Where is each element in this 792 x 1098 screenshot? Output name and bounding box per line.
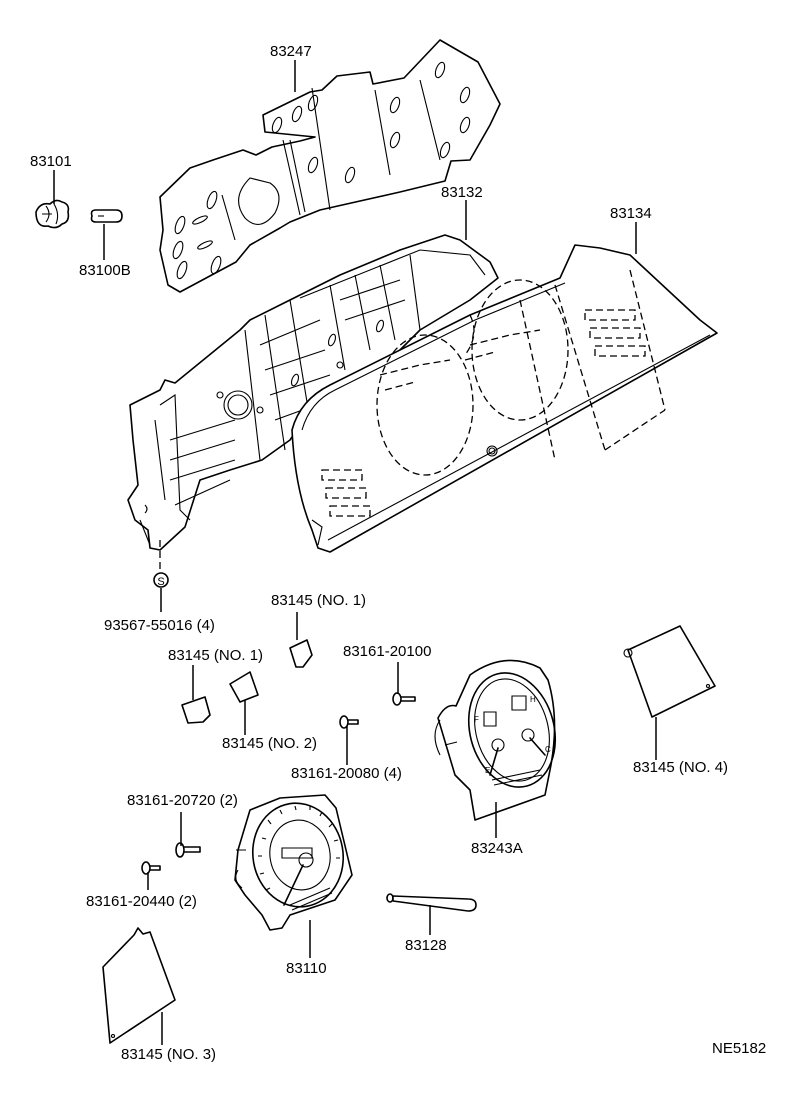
- label-83243a: 83243A: [471, 840, 523, 857]
- gauge-mark-f: F: [474, 715, 479, 724]
- label-83100b: 83100B: [79, 262, 131, 279]
- label-83145-no1-b: 83145 (NO. 1): [271, 592, 366, 609]
- part-83145-no1-cover-b[interactable]: [289, 639, 313, 668]
- label-83134: 83134: [610, 205, 652, 222]
- gauge-mark-h: H: [530, 695, 536, 704]
- label-83145-no4: 83145 (NO. 4): [633, 759, 728, 776]
- label-83145-no3: 83145 (NO. 3): [121, 1046, 216, 1063]
- screw-callout-symbol: S: [157, 576, 164, 588]
- leader-lines: [53, 60, 657, 1045]
- label-83161-20440: 83161-20440 (2): [86, 893, 197, 910]
- part-83243a-gauge[interactable]: F E H C: [434, 659, 568, 821]
- gauge-mark-e: E: [485, 766, 490, 775]
- part-83145-no1-cover-a[interactable]: [181, 696, 211, 724]
- label-83128: 83128: [405, 937, 447, 954]
- part-83145-no4-cover[interactable]: [623, 625, 716, 718]
- part-83161-20100-screw[interactable]: [392, 692, 416, 706]
- label-83161-20100: 83161-20100: [343, 643, 431, 660]
- label-83132: 83132: [441, 184, 483, 201]
- part-83161-20080-screw[interactable]: [339, 715, 359, 729]
- label-83161-20080: 83161-20080 (4): [291, 765, 402, 782]
- part-83161-20440-screw[interactable]: [141, 861, 161, 875]
- label-83247: 83247: [270, 43, 312, 60]
- part-83132-meter-case[interactable]: [127, 234, 499, 551]
- part-83145-no2-cover[interactable]: [229, 671, 259, 703]
- part-83134-meter-glass[interactable]: [291, 244, 718, 553]
- label-83110: 83110: [286, 960, 327, 977]
- part-83145-no3-cover[interactable]: [102, 927, 176, 1044]
- label-93567-55016: 93567-55016 (4): [104, 617, 215, 634]
- part-83110-speedometer[interactable]: [234, 794, 353, 931]
- label-83145-no1-a: 83145 (NO. 1): [168, 647, 263, 664]
- part-93567-screw-callout[interactable]: S: [153, 540, 169, 612]
- speedometer-tick-marks: [258, 805, 340, 891]
- label-83145-no2: 83145 (NO. 2): [222, 735, 317, 752]
- part-83161-20720-screw[interactable]: [175, 842, 201, 858]
- part-83100b-bulb[interactable]: [90, 209, 123, 223]
- part-83247-circuit-board[interactable]: [159, 39, 501, 293]
- part-labels: 83247 83101 83100B 83132 83134 93567-550…: [30, 43, 766, 1063]
- part-83101-bulb-socket[interactable]: [35, 199, 70, 229]
- reference-code: NE5182: [712, 1040, 766, 1057]
- gauge-mark-c: C: [545, 745, 551, 754]
- label-83161-20720: 83161-20720 (2): [127, 792, 238, 809]
- label-83101: 83101: [30, 153, 72, 170]
- part-83128-shaft[interactable]: [386, 893, 477, 912]
